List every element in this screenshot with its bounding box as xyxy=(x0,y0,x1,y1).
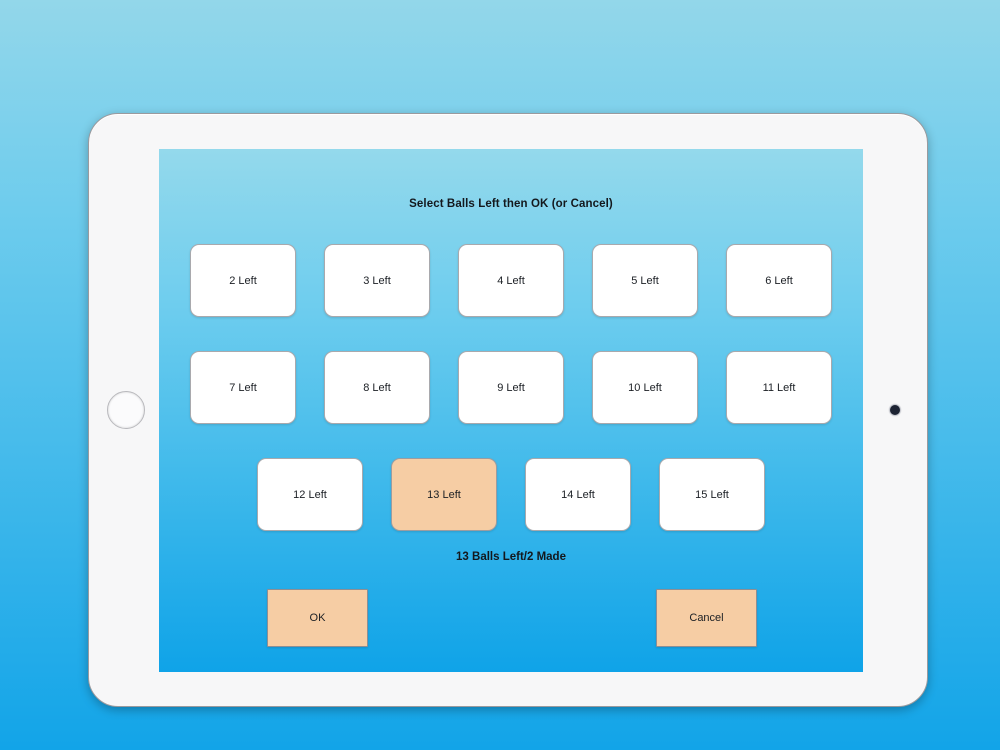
ball-button-3-left[interactable]: 3 Left xyxy=(324,244,430,317)
cancel-button[interactable]: Cancel xyxy=(656,589,757,647)
tablet-device-frame: Select Balls Left then OK (or Cancel) 2 … xyxy=(88,113,928,707)
ball-button-14-left[interactable]: 14 Left xyxy=(525,458,631,531)
ball-button-11-left[interactable]: 11 Left xyxy=(726,351,832,424)
ball-button-9-left[interactable]: 9 Left xyxy=(458,351,564,424)
page-title: Select Balls Left then OK (or Cancel) xyxy=(409,198,613,210)
ball-button-12-left[interactable]: 12 Left xyxy=(257,458,363,531)
status-text: 13 Balls Left/2 Made xyxy=(456,551,566,563)
ball-button-10-left[interactable]: 10 Left xyxy=(592,351,698,424)
tablet-screen: Select Balls Left then OK (or Cancel) 2 … xyxy=(159,149,863,672)
action-button-row: OK Cancel xyxy=(267,589,757,647)
ball-button-row-3: 12 Left 13 Left 14 Left 15 Left xyxy=(159,458,863,531)
front-camera-icon xyxy=(890,405,900,415)
ball-button-6-left[interactable]: 6 Left xyxy=(726,244,832,317)
home-button[interactable] xyxy=(107,391,145,429)
ball-button-row-1: 2 Left 3 Left 4 Left 5 Left 6 Left xyxy=(159,244,863,317)
ball-button-15-left[interactable]: 15 Left xyxy=(659,458,765,531)
ball-button-5-left[interactable]: 5 Left xyxy=(592,244,698,317)
ball-button-7-left[interactable]: 7 Left xyxy=(190,351,296,424)
ball-button-2-left[interactable]: 2 Left xyxy=(190,244,296,317)
ball-button-8-left[interactable]: 8 Left xyxy=(324,351,430,424)
ball-button-13-left[interactable]: 13 Left xyxy=(391,458,497,531)
ball-button-row-2: 7 Left 8 Left 9 Left 10 Left 11 Left xyxy=(159,351,863,424)
ball-button-4-left[interactable]: 4 Left xyxy=(458,244,564,317)
ok-button[interactable]: OK xyxy=(267,589,368,647)
